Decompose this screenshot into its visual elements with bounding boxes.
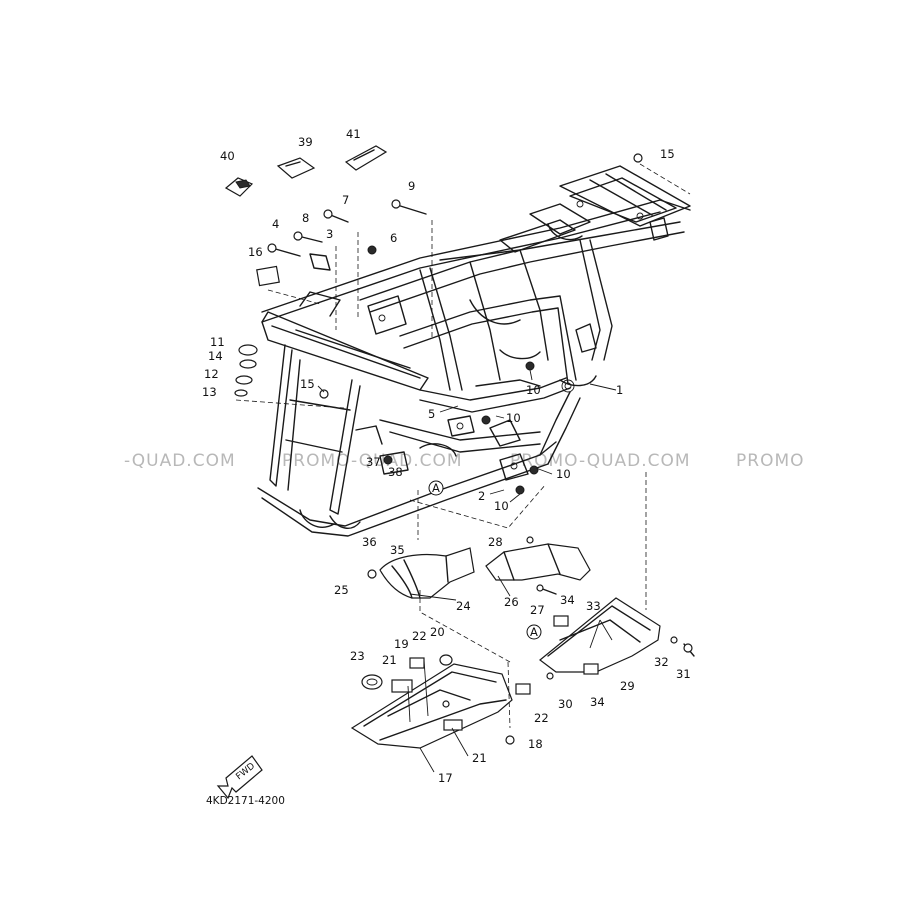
callout-6: 6 [390, 231, 397, 245]
callout-15b: 15 [300, 377, 315, 391]
callout-26: 26 [504, 595, 519, 609]
callout-31: 31 [676, 667, 691, 681]
fasteners-top [234, 153, 643, 399]
callout-21b: 21 [472, 751, 487, 765]
callout-10d: 10 [494, 499, 509, 513]
main-frame [257, 165, 691, 537]
callout-20: 20 [430, 625, 445, 639]
callout-3: 3 [326, 227, 333, 241]
callout-28: 28 [488, 535, 503, 549]
callout-37: 37 [366, 455, 381, 469]
callout-22b: 22 [534, 711, 549, 725]
skid-plate-front [350, 654, 531, 749]
callout-23: 23 [350, 649, 365, 663]
callout-11: 11 [210, 335, 225, 349]
callout-13: 13 [202, 385, 217, 399]
callout-10a: 10 [526, 383, 541, 397]
callout-10b: 10 [506, 411, 521, 425]
callout-34a: 34 [560, 593, 575, 607]
callout-25: 25 [334, 583, 349, 597]
callout-39: 39 [298, 135, 313, 149]
clips [224, 145, 388, 197]
callout-21a: 21 [382, 653, 397, 667]
callout-16: 16 [248, 245, 263, 259]
callout-36: 36 [362, 535, 377, 549]
watermark-text-1: -QUAD.COM [124, 451, 236, 471]
callout-38: 38 [388, 465, 403, 479]
callout-29: 29 [620, 679, 635, 693]
diagram-code: 4KD2171-4200 [206, 795, 285, 807]
callout-19: 19 [394, 637, 409, 651]
watermark: -QUAD.COM PROMO-QUAD.COM PROMO-QUAD.COM … [124, 451, 805, 471]
callout-34b: 34 [590, 695, 605, 709]
callout-4: 4 [272, 217, 279, 231]
watermark-text-4: PROMO [736, 451, 805, 471]
callout-2: 2 [478, 489, 485, 503]
callout-18: 18 [528, 737, 543, 751]
marker-a-1: A [432, 481, 440, 495]
callout-9: 9 [408, 179, 415, 193]
callout-35: 35 [390, 543, 405, 557]
reference-markers: A A [428, 480, 542, 640]
callout-24: 24 [456, 599, 471, 613]
callout-40: 40 [220, 149, 235, 163]
callout-5: 5 [428, 407, 435, 421]
callout-17: 17 [438, 771, 453, 785]
callout-14: 14 [208, 349, 223, 363]
marker-a-2: A [530, 625, 538, 639]
callout-10c: 10 [556, 467, 571, 481]
callout-7: 7 [342, 193, 349, 207]
leader-lines [317, 369, 617, 773]
callout-32: 32 [654, 655, 669, 669]
callout-labels: 1 2 3 4 5 6 7 8 9 10 10 10 10 10 11 12 1… [202, 127, 691, 785]
callout-30: 30 [558, 697, 573, 711]
guide-lines [235, 163, 691, 729]
fwd-arrow-icon: FWD [216, 755, 263, 800]
guards-mid [367, 536, 591, 599]
skid-plate-rear [539, 597, 695, 680]
callout-15a: 15 [660, 147, 675, 161]
callout-8: 8 [302, 211, 309, 225]
callout-1: 1 [616, 383, 623, 397]
callout-22a: 22 [412, 629, 427, 643]
callout-41: 41 [346, 127, 361, 141]
callout-12: 12 [204, 367, 219, 381]
callout-27: 27 [530, 603, 545, 617]
watermark-text-3: PROMO-QUAD.COM [510, 451, 691, 471]
callout-33: 33 [586, 599, 601, 613]
watermark-text-2: PROMO-QUAD.COM [282, 451, 463, 471]
